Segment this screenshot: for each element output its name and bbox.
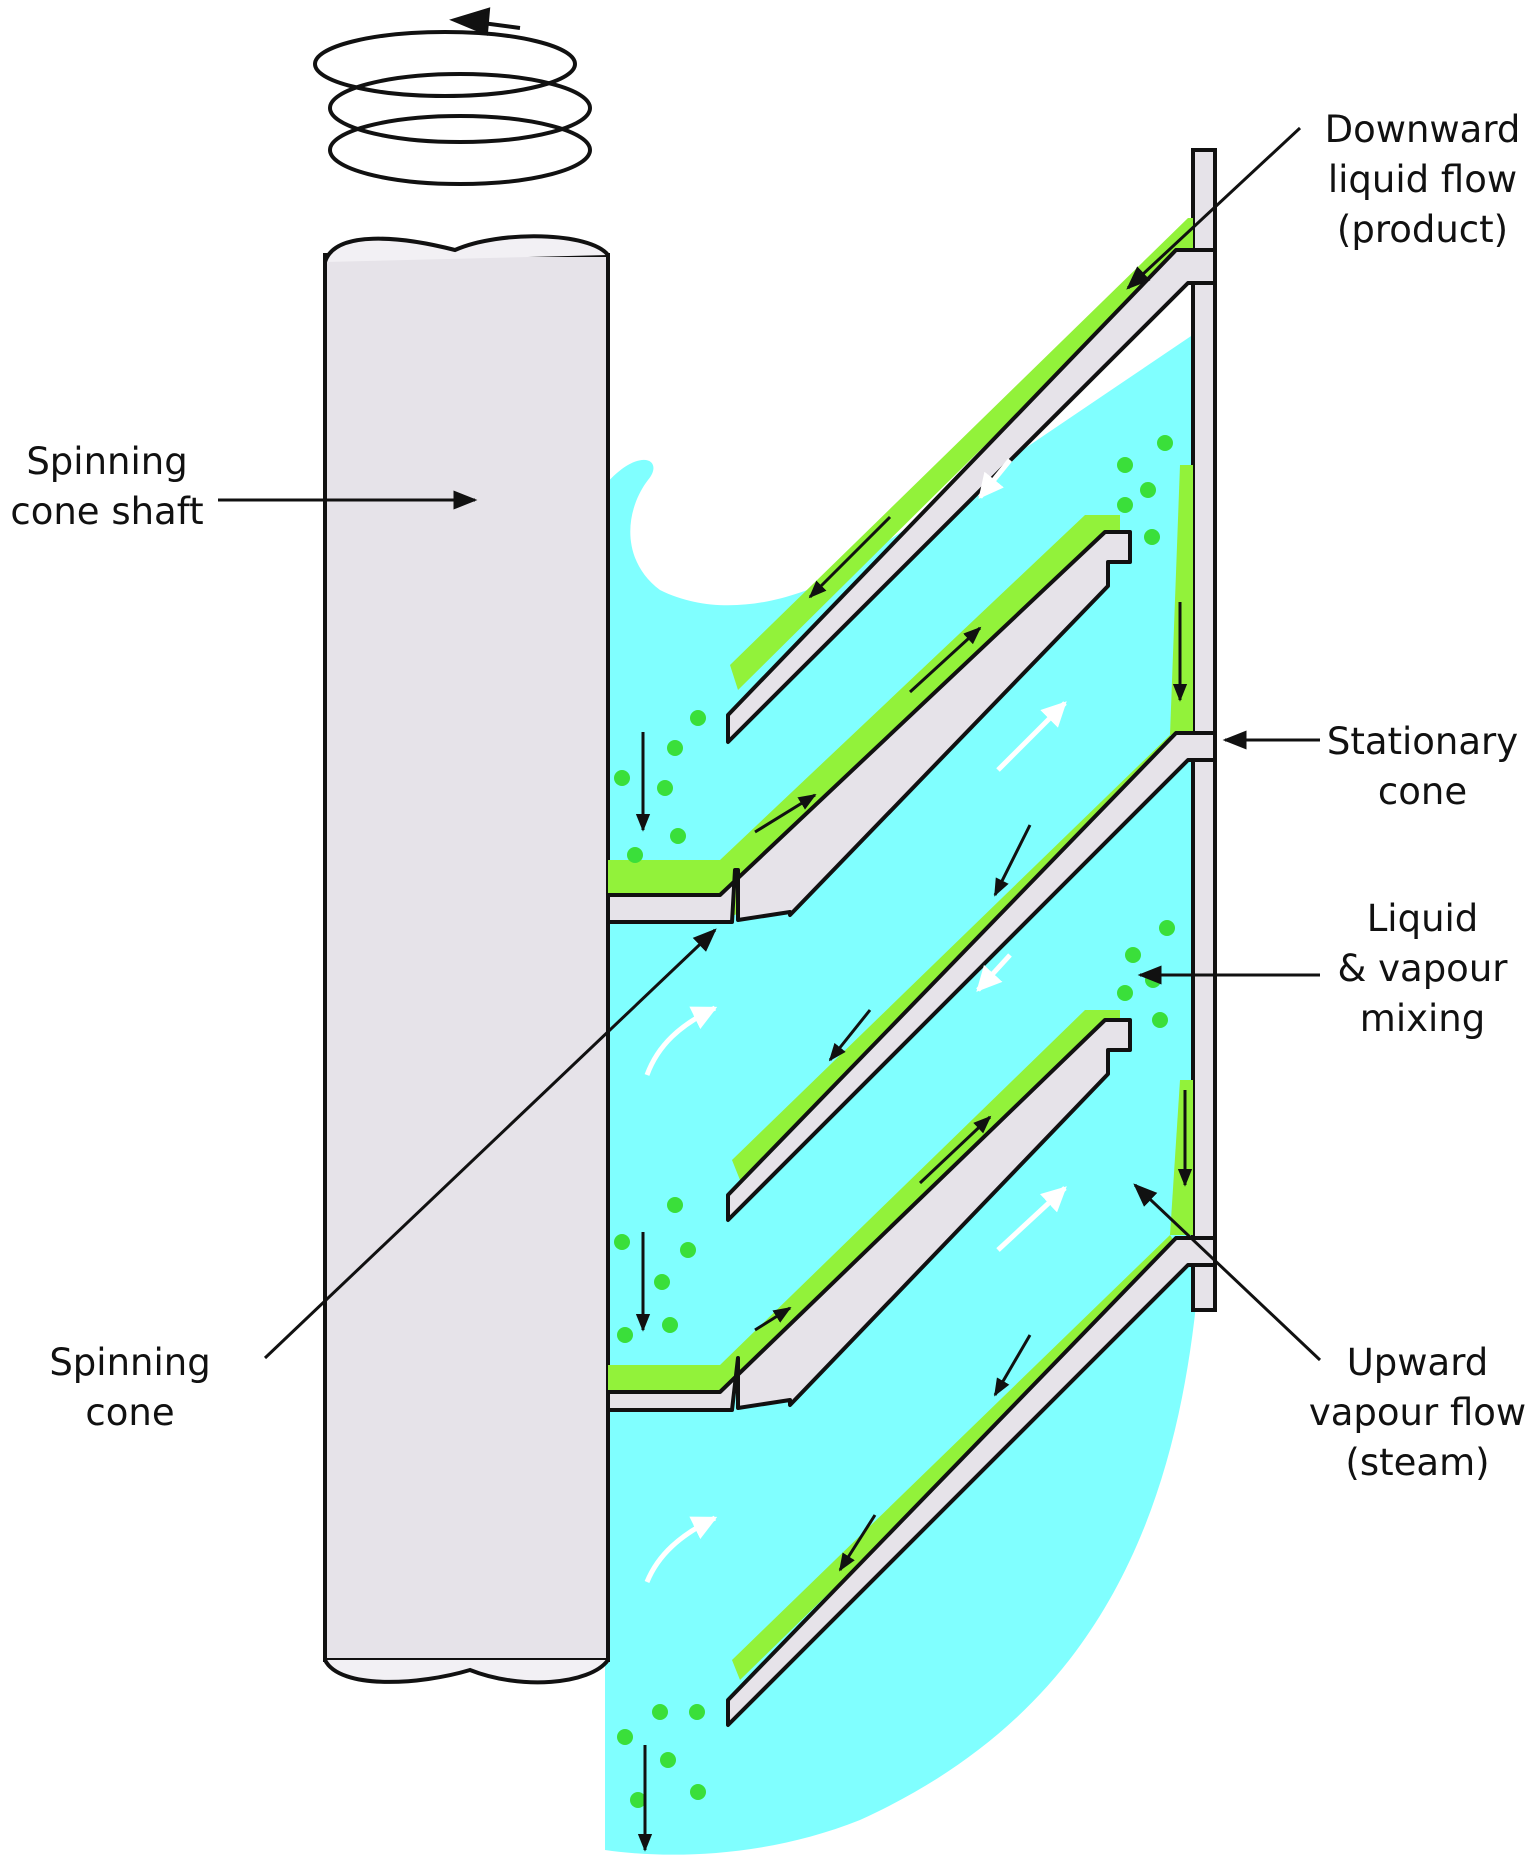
label-line: & vapour <box>1337 947 1508 990</box>
label-line: Spinning <box>26 440 188 483</box>
stationary-wall <box>1191 148 1217 1312</box>
droplets <box>614 435 1175 1808</box>
liquid-flow-arrows <box>635 515 1193 1852</box>
label-line: vapour flow <box>1308 1391 1527 1434</box>
label-stationary-cone: Stationary cone <box>1315 717 1530 817</box>
label-liquid-vapour-mixing: Liquid & vapour mixing <box>1320 894 1525 1044</box>
leader-lines <box>218 126 1322 1362</box>
label-line: cone <box>85 1391 175 1434</box>
vapour-flow-arrows <box>644 458 1067 1583</box>
label-line: Upward <box>1346 1341 1489 1384</box>
label-spinning-cone: Spinning cone <box>30 1338 230 1438</box>
stationary-cone-1 <box>726 248 1217 744</box>
label-downward-liquid-flow: Downward liquid flow (product) <box>1305 105 1540 255</box>
label-line: (steam) <box>1345 1441 1490 1484</box>
stationary-cone-3 <box>726 1236 1217 1727</box>
spinning-cone-2 <box>606 1018 1132 1412</box>
rotation-spiral-icon <box>313 7 592 186</box>
stationary-cone-2 <box>726 731 1217 1222</box>
spinning-cone-1 <box>606 530 1132 924</box>
leader-spinning-cone <box>263 928 717 1360</box>
label-line: Liquid <box>1366 897 1479 940</box>
label-line: Downward <box>1324 108 1521 151</box>
label-line: mixing <box>1359 997 1486 1040</box>
cones <box>606 248 1217 1727</box>
label-line: cone <box>1377 770 1468 813</box>
label-line: (product) <box>1336 208 1509 251</box>
spinning-cone-shaft <box>323 234 610 1685</box>
label-line: Stationary <box>1326 720 1519 763</box>
leader-upward-vapour-flow <box>1133 1183 1322 1362</box>
label-line: cone shaft <box>10 490 204 533</box>
label-line: Spinning <box>49 1341 211 1384</box>
leader-downward-liquid-flow <box>1126 126 1302 290</box>
label-spinning-cone-shaft: Spinning cone shaft <box>2 437 212 537</box>
label-upward-vapour-flow: Upward vapour flow (steam) <box>1300 1338 1535 1488</box>
label-line: liquid flow <box>1327 158 1518 201</box>
